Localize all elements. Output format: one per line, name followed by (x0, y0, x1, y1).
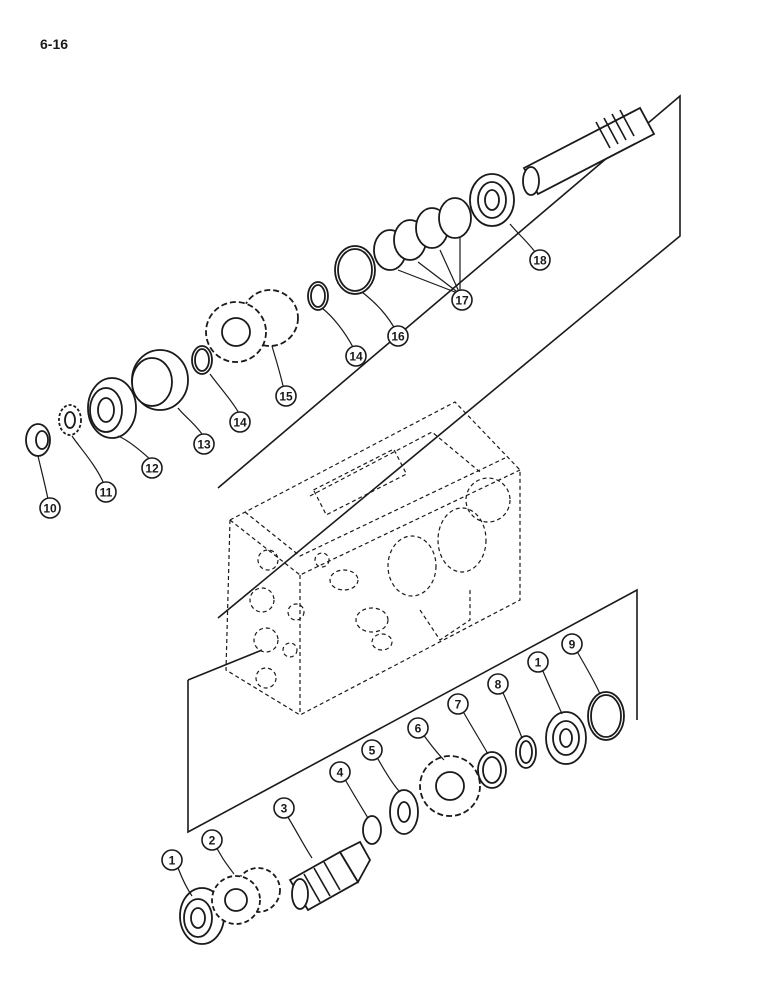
callout-bubble (39, 497, 61, 519)
transmission-housing (225, 401, 521, 716)
callout-16: 16 (387, 325, 409, 347)
callout-3: 3 (273, 797, 295, 819)
callout-number: 14 (349, 350, 363, 364)
callout-number: 11 (100, 486, 113, 500)
callout-8: 8 (487, 673, 509, 695)
snap-ring-16 (334, 245, 376, 295)
callout-5: 5 (361, 739, 383, 761)
callout-number: 17 (455, 294, 469, 308)
snap-ring-14-upper (307, 281, 329, 311)
washer-5 (389, 789, 419, 835)
rings-17 (373, 197, 472, 271)
leader-lines (37, 223, 601, 897)
callout-1b: 1 (527, 651, 549, 673)
callout-bubble (451, 289, 473, 311)
callout-bubble (201, 829, 223, 851)
callout-bubble (407, 717, 429, 739)
bearing-cup-13 (131, 349, 189, 411)
callout-number: 1 (169, 854, 176, 868)
callout-17: 17 (451, 289, 473, 311)
callout-7: 7 (447, 693, 469, 715)
snap-ring-9 (587, 691, 625, 741)
callout-number: 15 (279, 390, 293, 404)
callout-number: 10 (43, 502, 57, 516)
callout-number: 2 (209, 834, 216, 848)
callout-bubble (529, 249, 551, 271)
callout-1a: 1 (161, 849, 183, 871)
callout-12: 12 (141, 457, 163, 479)
callout-10: 10 (39, 497, 61, 519)
callout-number: 16 (391, 330, 405, 344)
snap-ring-4 (362, 815, 382, 845)
lower-assembly-outline (187, 588, 638, 834)
page-number: 6-16 (40, 36, 69, 52)
bearing-12 (87, 377, 137, 439)
callout-number: 18 (533, 254, 547, 268)
lock-washer-11 (58, 404, 82, 436)
callout-number: 13 (197, 438, 211, 452)
output-shaft (522, 106, 656, 196)
callout-number: 3 (281, 802, 288, 816)
gear-15 (205, 289, 299, 363)
callout-bubble (329, 761, 351, 783)
callout-bubble (95, 481, 117, 503)
callout-14b: 14 (345, 345, 367, 367)
callout-number: 9 (569, 638, 576, 652)
callout-bubble (273, 797, 295, 819)
callout-11: 11 (95, 481, 117, 503)
callout-bubble (345, 345, 367, 367)
callout-bubble (161, 849, 183, 871)
spacer-8 (515, 735, 537, 769)
callout-14a: 14 (229, 411, 251, 433)
upper-assembly-outline (217, 94, 681, 619)
gear-2 (211, 867, 281, 925)
callout-6: 6 (407, 717, 429, 739)
callout-bubble (361, 739, 383, 761)
callout-bubble (141, 457, 163, 479)
callout-bubble (387, 325, 409, 347)
callout-bubble (229, 411, 251, 433)
bearing-18 (469, 173, 515, 227)
gear-6 (419, 755, 481, 817)
callout-number: 12 (145, 462, 159, 476)
callout-bubble (561, 633, 583, 655)
callout-number: 4 (337, 766, 344, 780)
callout-9: 9 (561, 633, 583, 655)
callout-13: 13 (193, 433, 215, 455)
callout-number: 5 (369, 744, 376, 758)
callout-2: 2 (201, 829, 223, 851)
callout-15: 15 (275, 385, 297, 407)
callout-4: 4 (329, 761, 351, 783)
callout-bubble (447, 693, 469, 715)
callout-bubble (275, 385, 297, 407)
callout-number: 8 (495, 678, 502, 692)
bearing-1-lower-right (545, 711, 587, 765)
callout-number: 1 (535, 656, 542, 670)
callout-18: 18 (529, 249, 551, 271)
shaft-3 (288, 840, 372, 912)
callout-number: 14 (233, 416, 247, 430)
snap-ring-14-lower (191, 345, 213, 375)
callout-bubble (193, 433, 215, 455)
callout-number: 6 (415, 722, 422, 736)
callout-bubble (527, 651, 549, 673)
callout-bubble (487, 673, 509, 695)
callout-number: 7 (455, 698, 462, 712)
bearing-cup-7 (477, 751, 507, 789)
lock-nut-10 (25, 423, 51, 457)
